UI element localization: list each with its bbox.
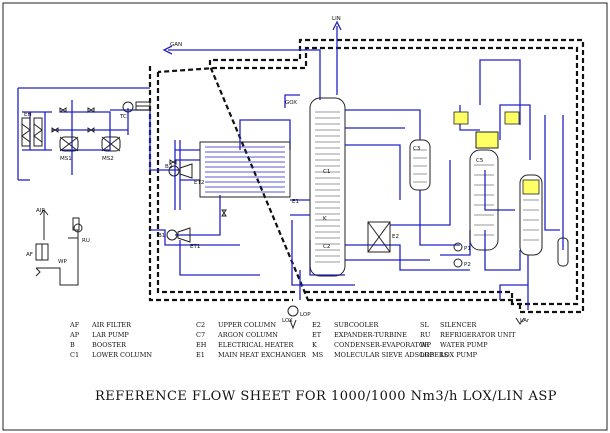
legend-code: MS xyxy=(312,351,323,359)
legend-code: LOP xyxy=(420,351,435,359)
label-wp: WP xyxy=(58,259,67,265)
legend-code: E1 xyxy=(196,351,205,359)
legend-description: WATER PUMP xyxy=(440,341,488,349)
legend-description: REFRIGERATOR UNIT xyxy=(440,331,516,339)
subcooler xyxy=(367,221,391,253)
label-ms2: MS2 xyxy=(102,156,114,162)
cold-box-boundary xyxy=(148,38,585,314)
label-et1: ET1 xyxy=(190,244,200,250)
small-condenser-a xyxy=(453,111,469,125)
water-pump xyxy=(72,217,83,233)
flow-sheet-title: REFERENCE FLOW SHEET FOR 1000/1000 Nm3/h… xyxy=(95,389,557,404)
legend-description: UPPER COLUMN xyxy=(218,321,276,329)
legend: AF AIR FILTER AP LAR PUMP B BOOSTER C1 LOWER CO… xyxy=(69,321,516,359)
pure-argon-column xyxy=(519,174,543,256)
label-c2: C2 xyxy=(323,244,330,250)
label-e1: E1 xyxy=(292,199,299,205)
legend-description: MOLECULAR SIEVE ADSORBERS xyxy=(334,351,448,359)
label-k: K xyxy=(323,216,327,222)
column-c3 xyxy=(409,139,431,191)
legend-description: MAIN HEAT EXCHANGER xyxy=(218,351,307,359)
label-gox: GOX xyxy=(285,100,297,106)
label-e2: E2 xyxy=(392,234,399,240)
pump-p1 xyxy=(453,242,463,252)
legend-description: LOWER COLUMN xyxy=(92,351,152,359)
legend-code: AP xyxy=(69,331,80,339)
legend-description: CONDENSER-EVAPORATOR xyxy=(334,341,430,349)
label-lar: LAr xyxy=(520,318,530,324)
legend-code: AF xyxy=(69,321,80,329)
legend-code: C1 xyxy=(70,351,79,359)
label-ms1: MS1 xyxy=(60,156,72,162)
molecular-sieve-ms1 xyxy=(59,136,79,152)
label-eh: EH xyxy=(24,112,32,118)
legend-code: EH xyxy=(196,341,207,349)
legend-description: LAR PUMP xyxy=(92,331,129,339)
label-b2: B2 xyxy=(165,164,172,170)
legend-description: EXPANDER-TURBINE xyxy=(334,331,407,339)
legend-description: SILENCER xyxy=(440,321,477,329)
legend-code: K xyxy=(312,341,317,349)
legend-code: WP xyxy=(420,341,432,349)
electrical-heater xyxy=(21,117,43,147)
legend-description: ELECTRICAL HEATER xyxy=(218,341,294,349)
pump-p2 xyxy=(453,258,463,268)
label-b1: B1 xyxy=(158,233,165,239)
air-filter xyxy=(35,243,49,261)
legend-code: SL xyxy=(420,321,429,329)
label-c1: C1 xyxy=(323,169,330,175)
label-lop: LOP xyxy=(300,312,311,318)
legend-code: ET xyxy=(312,331,322,339)
label-p1: P1 xyxy=(464,246,471,252)
distillation-column xyxy=(309,97,346,277)
label-lin: LIN xyxy=(332,16,341,22)
lox-pump xyxy=(287,305,299,317)
legend-description: ARGON COLUMN xyxy=(217,331,278,339)
argon-condenser xyxy=(475,131,499,149)
equipment-labels: EH MS1 MS2 TC AF WP B2 B1 ET2 ET1 E1 E2 … xyxy=(24,112,484,268)
molecular-sieve-ms2 xyxy=(101,136,121,152)
flow-arrows xyxy=(35,209,525,330)
label-c3: C3 xyxy=(413,146,421,152)
label-lox: LOX xyxy=(282,318,293,324)
legend-code: C2 xyxy=(196,321,205,329)
label-et2: ET2 xyxy=(194,180,204,186)
legend-code: C7 xyxy=(196,331,205,339)
stream-labels: LIN GAN GOX LOX LOP LAr AIR RU xyxy=(36,16,530,324)
label-gan: GAN xyxy=(170,42,182,48)
legend-description: LOX PUMP xyxy=(440,351,478,359)
label-ru: RU xyxy=(82,238,90,244)
label-af: AF xyxy=(26,252,33,258)
label-p2: P2 xyxy=(464,262,471,268)
legend-description: AIR FILTER xyxy=(91,321,132,329)
storage-vessel xyxy=(557,237,569,267)
label-tc: TC xyxy=(119,114,127,120)
label-c5: C5 xyxy=(476,158,484,164)
process-lines xyxy=(17,20,564,310)
argon-column xyxy=(469,149,499,251)
legend-description: SUBCOOLER xyxy=(334,321,380,329)
booster-b2 xyxy=(166,227,191,243)
legend-code: B xyxy=(70,341,75,349)
label-air: AIR xyxy=(36,208,45,214)
small-condenser-b xyxy=(504,111,520,125)
valve-symbols xyxy=(51,107,227,217)
main-heat-exchanger xyxy=(199,141,291,198)
legend-code: RU xyxy=(420,331,431,339)
cold-box-inner xyxy=(156,46,579,306)
turbo-cooler xyxy=(122,101,151,113)
air-intake-line xyxy=(36,212,79,286)
booster-b1 xyxy=(168,163,193,179)
legend-description: BOOSTER xyxy=(92,341,127,349)
legend-code: E2 xyxy=(312,321,321,329)
